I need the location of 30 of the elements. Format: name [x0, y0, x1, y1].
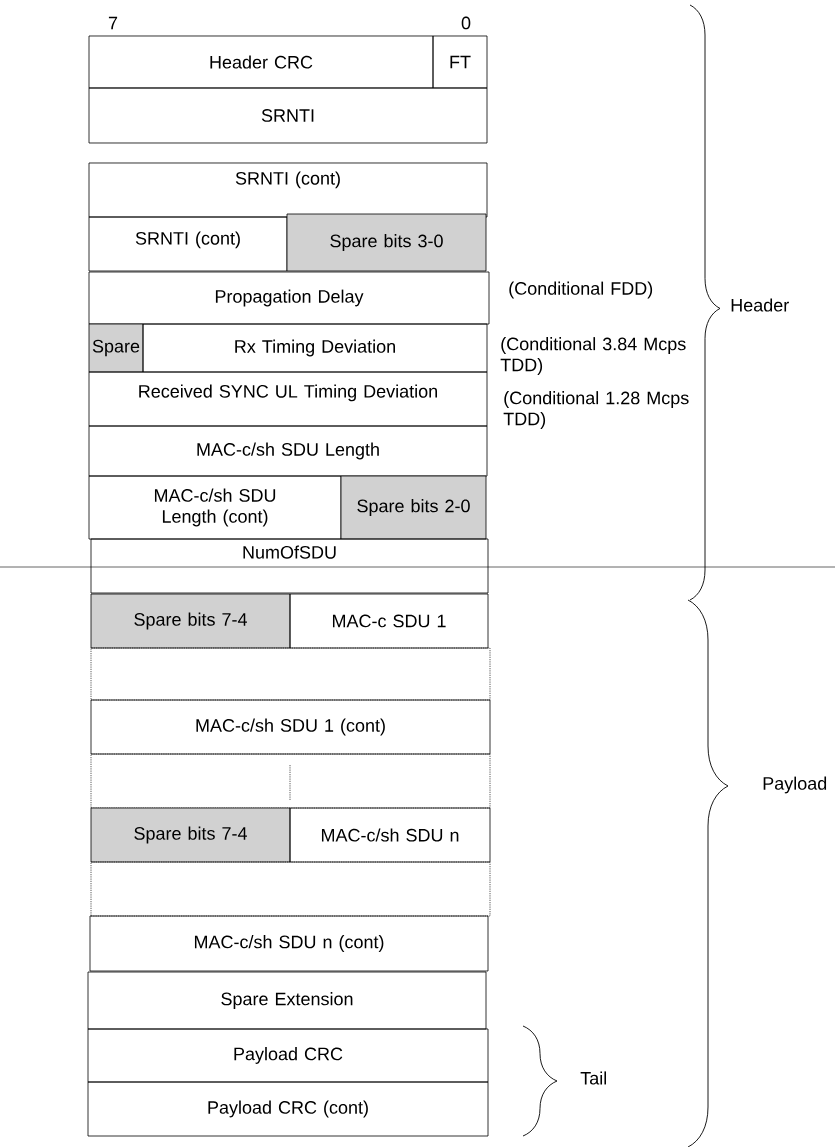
spare-bits-field: Spare bits 3-0: [286, 213, 487, 272]
dotted-box: [90, 647, 491, 701]
field-box: Spare Extension: [87, 971, 487, 1030]
spare-bits-field: Spare: [88, 323, 144, 373]
field-box: Received SYNC UL Timing Deviation: [88, 371, 488, 427]
field-box: MAC-c/sh SDU n (cont): [89, 915, 489, 972]
field-box: Rx Timing Deviation: [142, 323, 488, 373]
condition-note: (Conditional 1.28 Mcps TDD): [503, 391, 689, 429]
section-label: Header: [731, 298, 789, 312]
spare-bits-field: Spare bits 7-4: [90, 593, 291, 649]
field-box: Payload CRC: [87, 1028, 489, 1083]
spare-bits-field: Spare bits 2-0: [340, 475, 487, 540]
condition-note: (Conditional 3.84 Mcps TDD): [500, 337, 686, 375]
condition-note: (Conditional FDD): [509, 281, 653, 299]
field-box: Payload CRC (cont): [87, 1081, 489, 1137]
field-box: SRNTI: [88, 87, 488, 144]
field-box: MAC-c/sh SDU 1 (cont): [90, 699, 491, 755]
field-box: Header CRC: [88, 35, 434, 89]
field-box: MAC-c/sh SDU Length (cont): [88, 475, 342, 540]
field-box: Propagation Delay: [88, 271, 490, 325]
field-box: NumOfSDU: [90, 538, 489, 594]
section-label: Tail: [580, 1071, 606, 1085]
bit-number: 0: [461, 16, 471, 30]
spare-bits-field: Spare bits 7-4: [90, 807, 291, 863]
section-label: Payload: [763, 776, 827, 794]
field-box: SRNTI (cont): [88, 216, 288, 272]
field-box: FT: [432, 35, 488, 89]
dotted-box: [90, 861, 491, 917]
field-box: MAC-c/sh SDU n: [289, 807, 491, 863]
field-box: MAC-c SDU 1: [289, 593, 489, 649]
